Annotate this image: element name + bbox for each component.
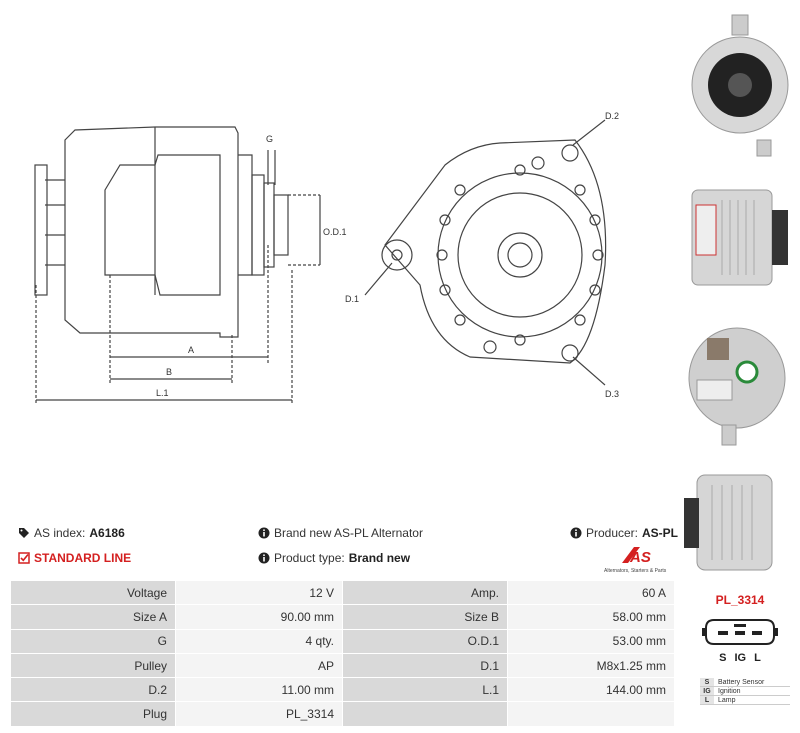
- product-photo-rear[interactable]: [682, 310, 792, 450]
- producer-label: Producer:: [585, 526, 638, 540]
- spec-label: D.2: [10, 677, 176, 703]
- pin-l: L: [754, 652, 761, 664]
- as-index: AS index: A6186: [18, 526, 125, 540]
- tag-icon: [19, 528, 29, 538]
- label-a: A: [188, 345, 194, 355]
- spec-value: 11.00 mm: [175, 677, 343, 703]
- logo-text: AS: [629, 549, 651, 566]
- product-line: STANDARD LINE: [18, 551, 131, 565]
- spec-value: 144.00 mm: [507, 677, 675, 703]
- plug-pins: S IG L: [700, 652, 780, 664]
- info-icon: [570, 527, 582, 539]
- label-d3: D.3: [605, 389, 619, 399]
- product-info: AS index: A6186 Brand new AS-PL Alternat…: [18, 522, 678, 572]
- spec-label: [342, 701, 508, 727]
- spec-label: Pulley: [10, 652, 176, 679]
- technical-drawing: G O.D.1 A B L.1 D.1 D.2 D.3: [34, 111, 619, 405]
- label-od1: O.D.1: [323, 227, 347, 237]
- info-icon: [258, 527, 270, 539]
- spec-label: Size A: [10, 604, 176, 630]
- spec-value: AP: [175, 652, 343, 679]
- spec-value: 12 V: [175, 579, 343, 606]
- pin-s: S: [719, 652, 727, 664]
- label-b: B: [166, 367, 172, 377]
- info-icon: [258, 552, 270, 564]
- standard-line-text: STANDARD LINE: [34, 551, 132, 565]
- producer: Producer: AS-PL: [570, 526, 678, 540]
- logo-tagline: Alternators, Starters & Parts: [604, 568, 667, 574]
- product-photo-side[interactable]: [682, 175, 792, 300]
- spec-label: O.D.1: [342, 628, 508, 654]
- product-thumbnails: [676, 0, 800, 580]
- spec-value: 58.00 mm: [507, 604, 675, 630]
- spec-value: 90.00 mm: [175, 604, 343, 630]
- label-d2: D.2: [605, 111, 619, 121]
- product-type-label: Product type:: [274, 551, 345, 565]
- product-photo-top[interactable]: [682, 460, 792, 585]
- pin-ig: IG: [734, 652, 747, 664]
- as-index-label: AS index:: [34, 526, 86, 540]
- label-g: G: [266, 134, 273, 144]
- product-type: Product type: Brand new: [258, 551, 410, 565]
- spec-value: M8x1.25 mm: [507, 652, 675, 679]
- spec-value: 4 qty.: [175, 628, 343, 654]
- description-text: Brand new AS-PL Alternator: [274, 526, 423, 540]
- label-l1: L.1: [156, 388, 169, 398]
- spec-value: 60 A: [507, 579, 675, 606]
- producer-value: AS-PL: [642, 526, 678, 540]
- as-pl-logo: AS Alternators, Starters & Parts: [604, 547, 667, 574]
- spec-label: D.1: [342, 652, 508, 679]
- spec-value: [507, 701, 675, 727]
- spec-label: Plug: [10, 701, 176, 727]
- spec-value: PL_3314: [175, 701, 343, 727]
- product-description: Brand new AS-PL Alternator: [258, 526, 423, 540]
- spec-label: G: [10, 628, 176, 654]
- spec-label: Size B: [342, 604, 508, 630]
- as-index-value: A6186: [89, 526, 125, 540]
- plug-title: PL_3314: [715, 593, 765, 607]
- product-photo-front[interactable]: [682, 5, 792, 160]
- spec-label: Amp.: [342, 579, 508, 606]
- plug-connector-icon: [702, 619, 778, 645]
- spec-label: L.1: [342, 677, 508, 703]
- spec-label: Voltage: [10, 579, 176, 606]
- product-type-value: Brand new: [348, 551, 411, 565]
- spec-value: 53.00 mm: [507, 628, 675, 654]
- checkbox-icon: [18, 552, 30, 564]
- label-d1: D.1: [345, 294, 359, 304]
